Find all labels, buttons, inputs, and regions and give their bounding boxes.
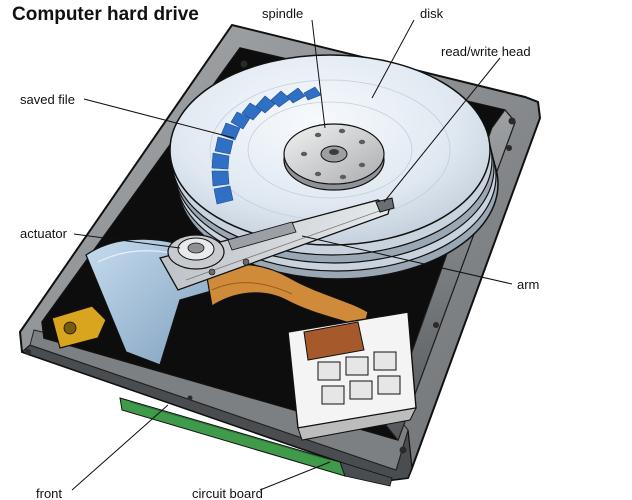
- actuator-latch: [51, 305, 107, 349]
- label-circuit-board: circuit board: [192, 486, 263, 500]
- read-write-head-leader: [383, 57, 501, 203]
- saved-file-arc: [211, 86, 322, 205]
- arm-leader: [301, 235, 513, 285]
- label-actuator: actuator: [20, 226, 67, 241]
- circuit-board-leader: [259, 461, 331, 491]
- spindle-leader: [311, 19, 326, 129]
- actuator-arm: [159, 199, 391, 291]
- circuit-board: [119, 397, 393, 487]
- disk-leader: [371, 19, 415, 99]
- actuator-leader: [73, 233, 181, 249]
- label-saved-file: saved file: [20, 92, 75, 107]
- label-spindle: spindle: [262, 6, 304, 21]
- leader-lines: [71, 19, 513, 491]
- label-disk: disk: [420, 6, 444, 21]
- saved-file-leader: [83, 98, 235, 139]
- label-arm: arm: [517, 277, 540, 292]
- label-read-write-head: read/write head: [441, 44, 531, 59]
- frame-screws: [25, 60, 516, 454]
- diagram-title: Computer hard drive: [12, 4, 199, 25]
- actuator-arm-assembly: [159, 199, 391, 291]
- spindle-hub: [283, 123, 385, 191]
- connector-block: [287, 311, 417, 441]
- label-front: front: [36, 486, 63, 500]
- front-leader: [71, 404, 169, 491]
